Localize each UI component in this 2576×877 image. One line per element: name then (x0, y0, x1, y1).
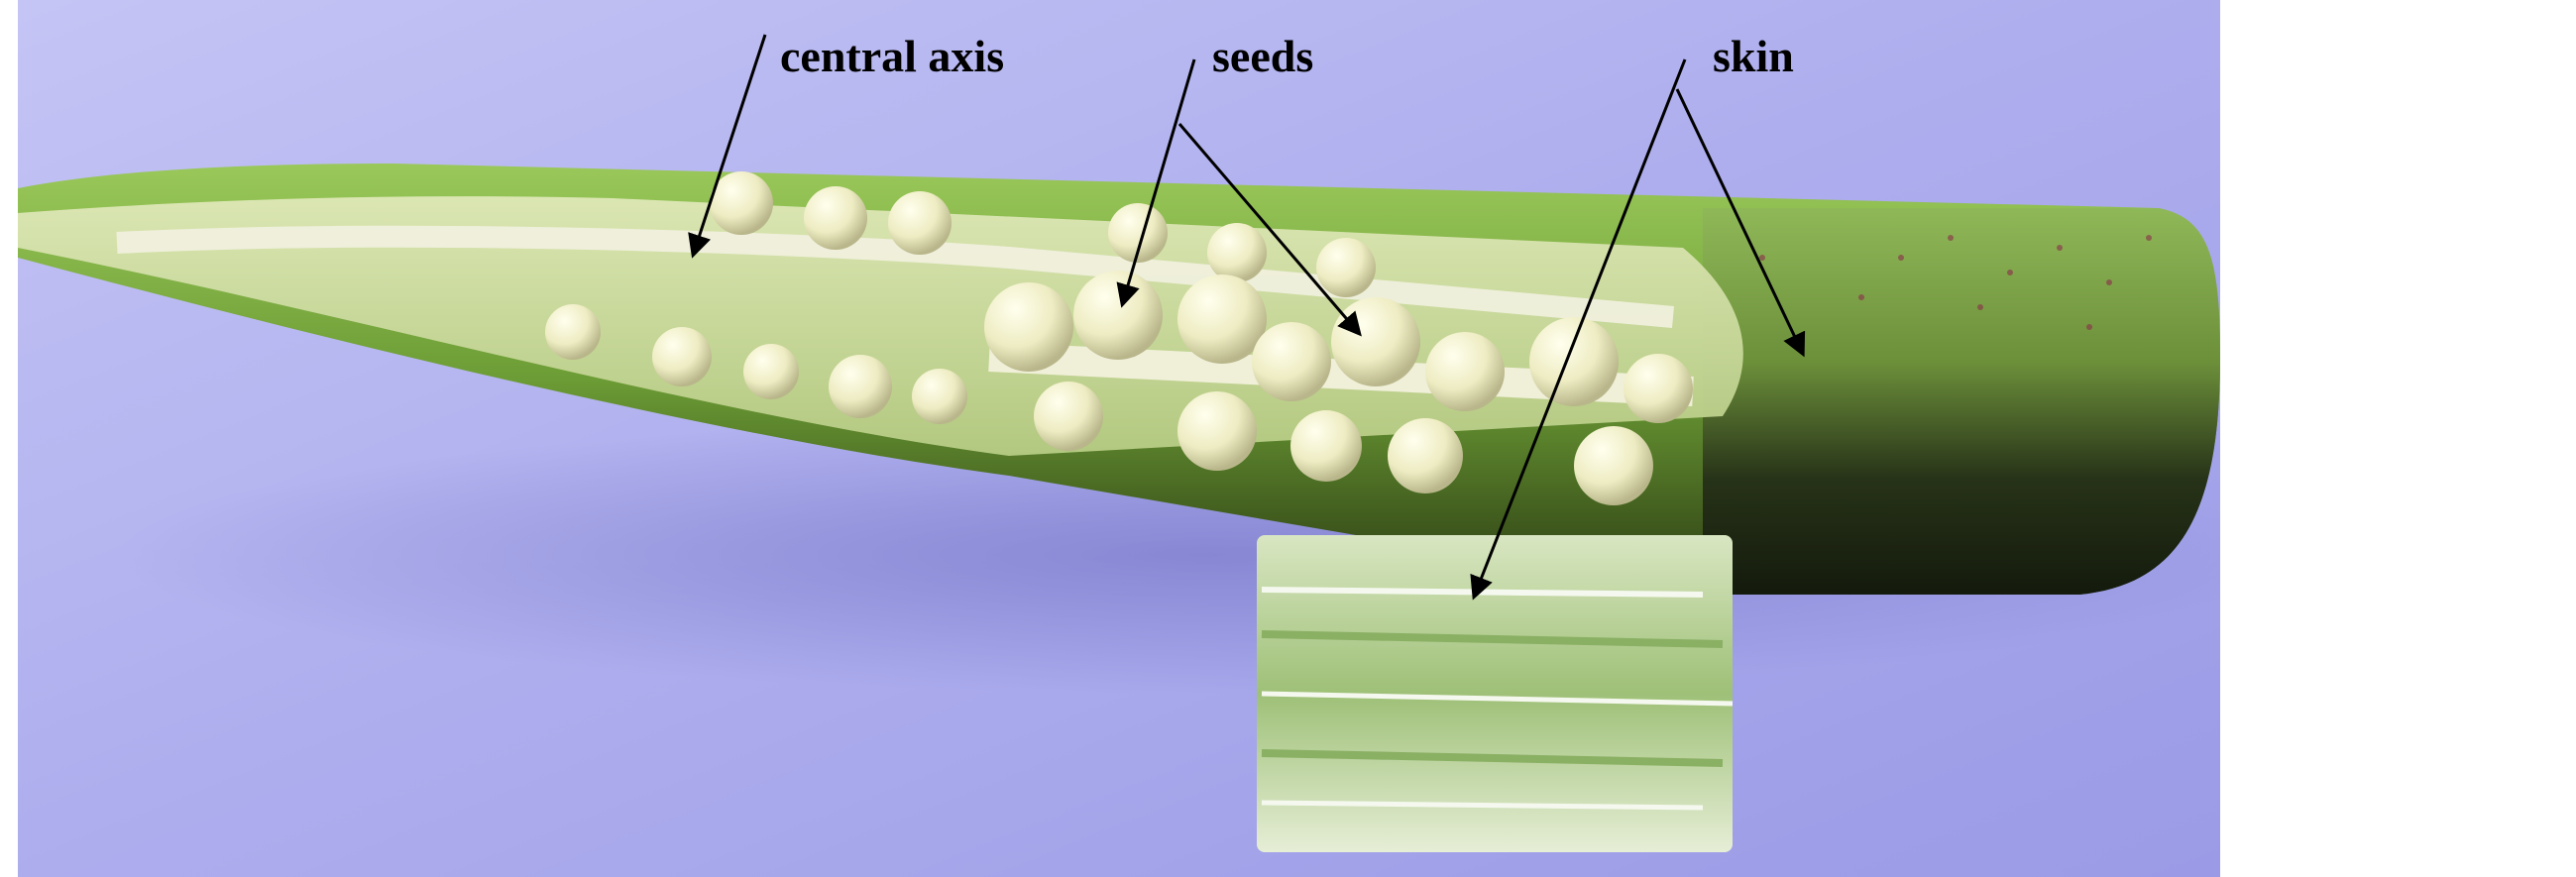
skin-label: skin (1713, 31, 1794, 81)
okra-photo (18, 0, 2220, 877)
central-axis-arrow (688, 34, 767, 259)
central-axis-label: central axis (780, 31, 1005, 81)
skin-arrow-bottom (1470, 58, 1687, 601)
skin-arrow-top (1675, 88, 1806, 358)
seeds-arrow-left (1116, 58, 1196, 308)
seeds-label: seeds (1212, 31, 1314, 81)
seeds-arrow-right (1177, 123, 1362, 337)
